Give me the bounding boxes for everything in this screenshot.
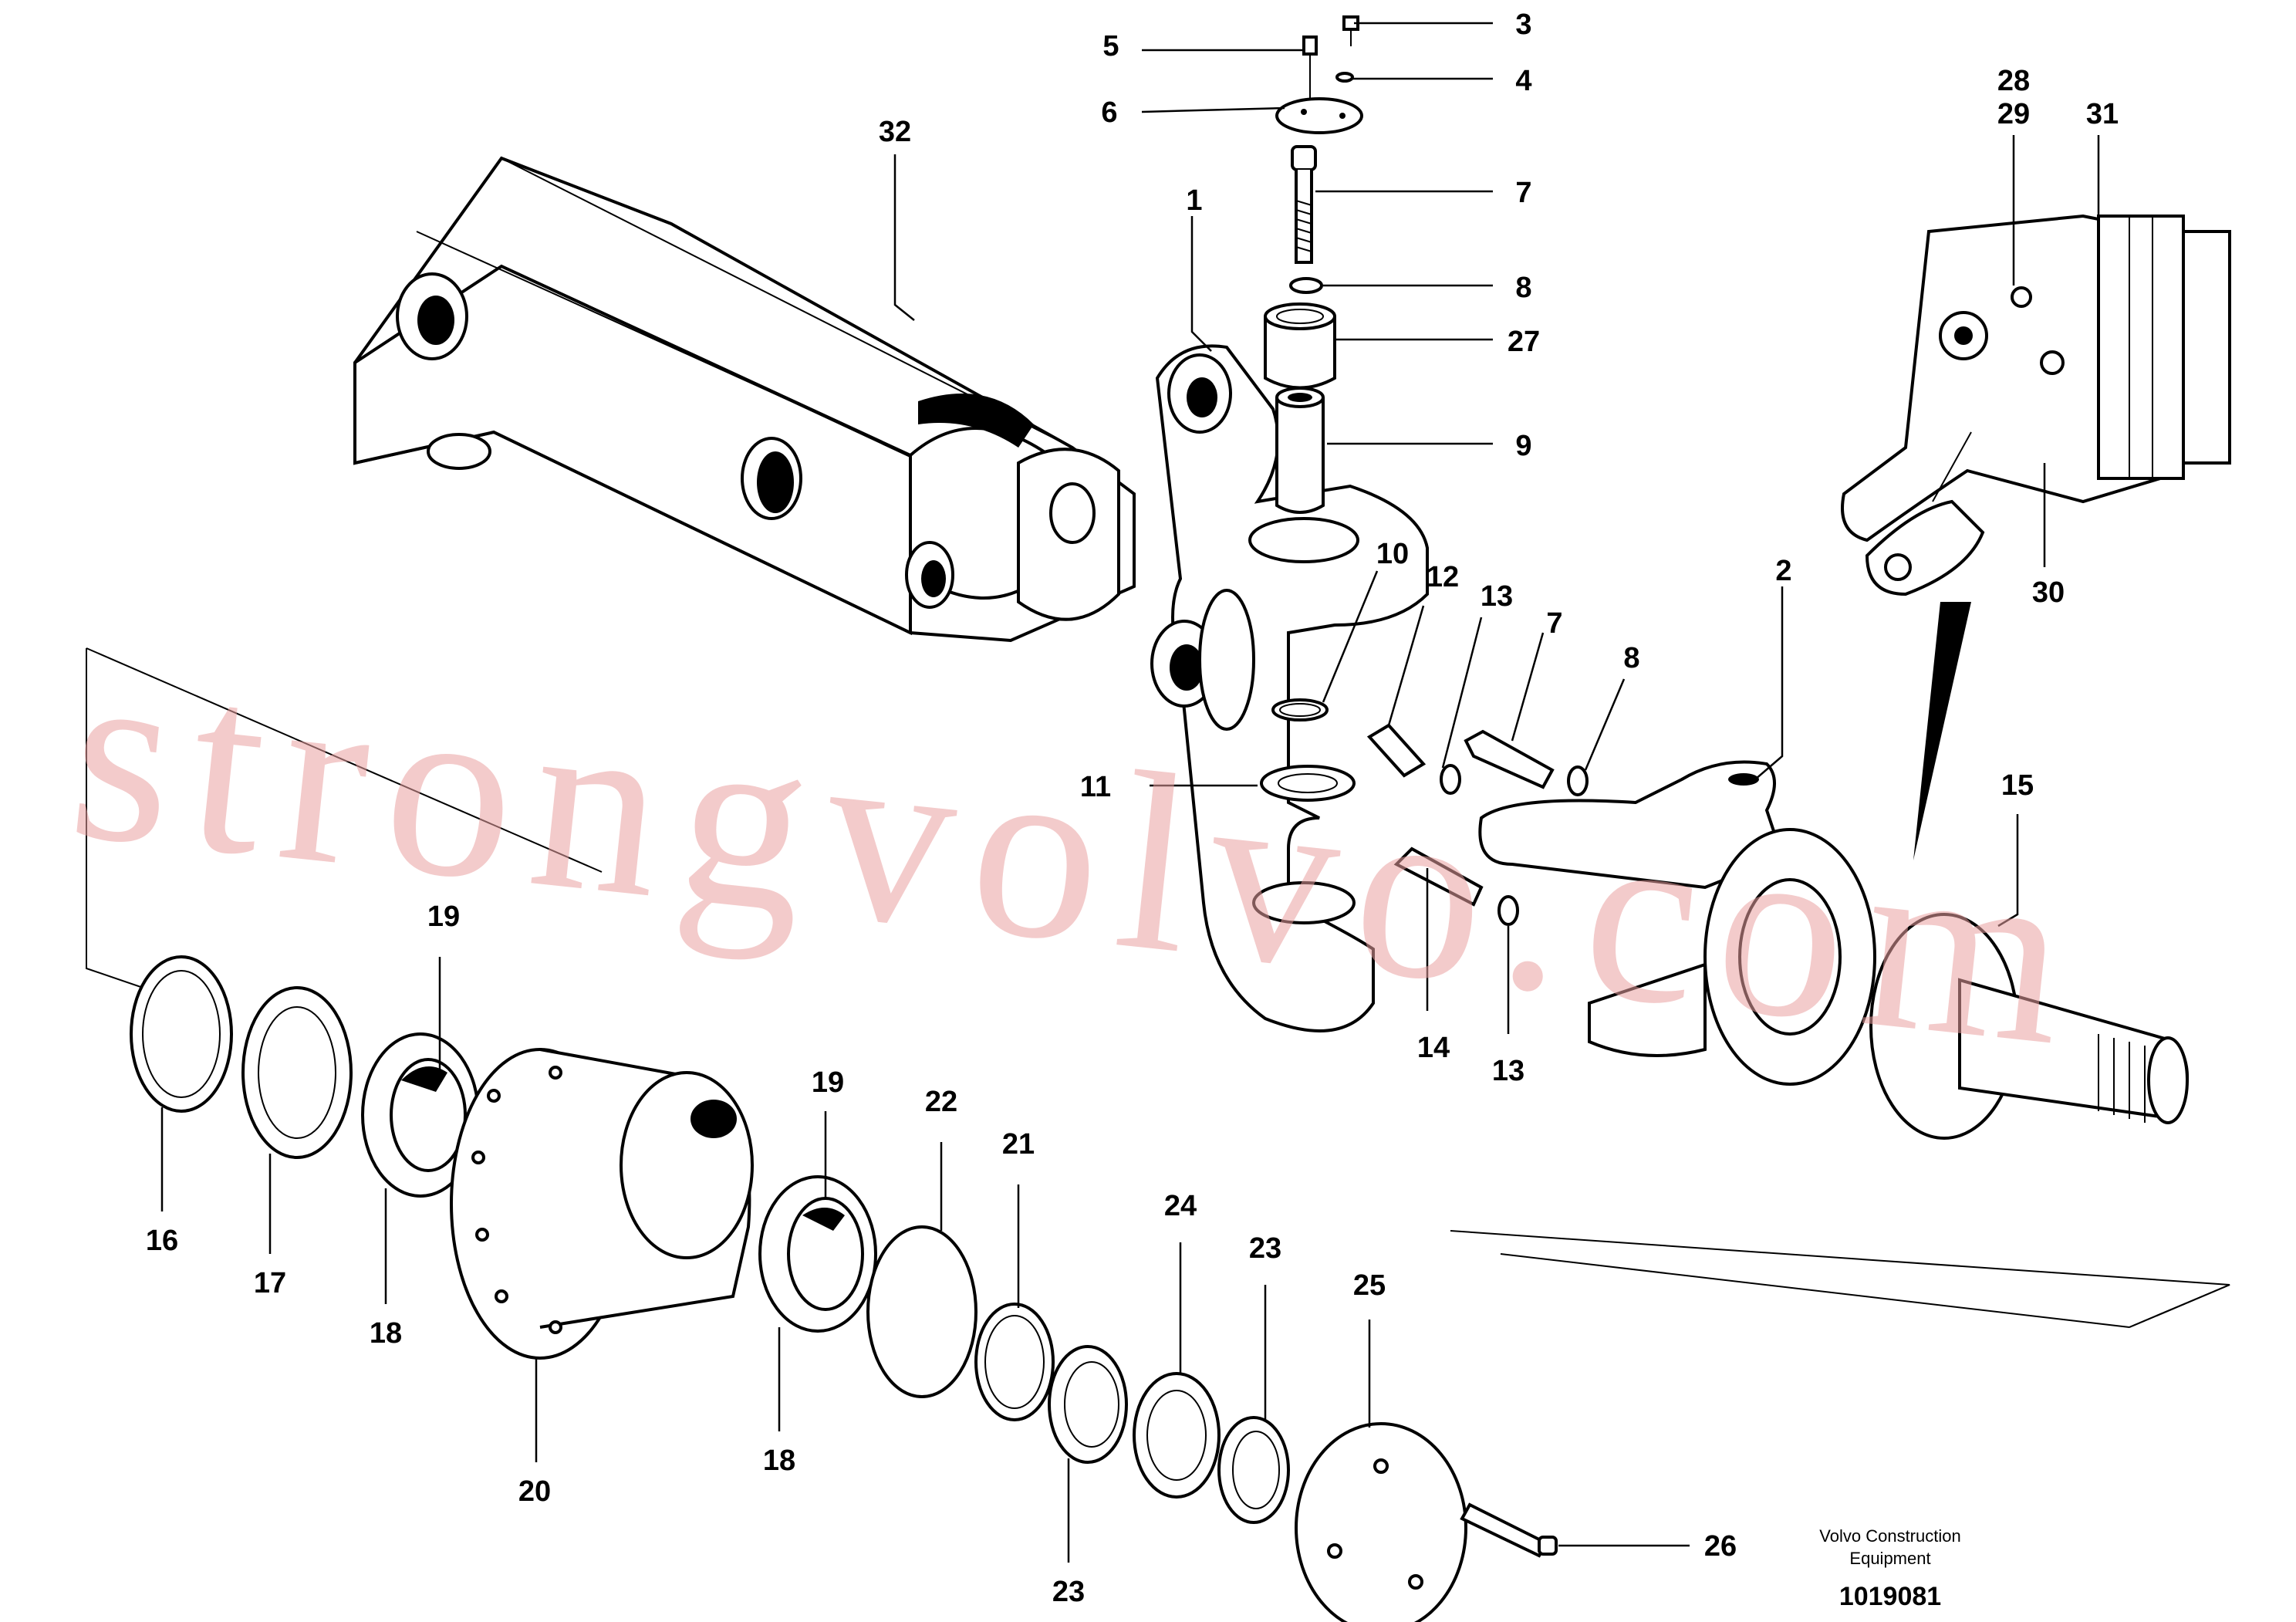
seal-part-16	[130, 955, 233, 1113]
bearing-part-18-inner	[758, 1175, 877, 1333]
callout-20: 20	[518, 1475, 551, 1508]
washer-part-13-lower	[1497, 895, 1519, 926]
washer-part-8-top	[1289, 277, 1323, 294]
callout-10: 10	[1376, 538, 1409, 570]
screw-part-3	[1342, 15, 1359, 46]
callout-8-top: 8	[1515, 272, 1531, 304]
spacer-part-21	[974, 1303, 1055, 1421]
callout-21: 21	[1002, 1128, 1035, 1161]
steering-knuckle-part-2	[1478, 760, 1876, 1086]
king-pin-part-9	[1275, 387, 1325, 514]
drawing-number: 1019081	[1839, 1582, 1941, 1611]
nut-part-23-outer	[1217, 1416, 1290, 1524]
spindle-part-15	[1869, 913, 2189, 1140]
callout-24: 24	[1164, 1190, 1197, 1222]
watermark-text: strongvolvo.com	[60, 610, 2098, 1101]
callout-7-top: 7	[1515, 177, 1531, 209]
thrust-washer-part-11	[1260, 765, 1356, 802]
callout-8-side: 8	[1623, 642, 1639, 674]
seal-part-10	[1271, 698, 1329, 721]
callout-2: 2	[1775, 555, 1791, 587]
callout-19-outer: 19	[427, 901, 460, 933]
callout-3: 3	[1515, 8, 1531, 41]
callout-31: 31	[2086, 98, 2119, 130]
callout-6: 6	[1101, 96, 1117, 129]
grease-nipple-part-5	[1302, 35, 1318, 100]
callout-4: 4	[1515, 65, 1531, 97]
callout-18-inner: 18	[763, 1445, 795, 1477]
exploded-guide-lines	[86, 647, 2230, 1328]
callout-13-upper: 13	[1481, 580, 1513, 613]
leader-lines	[160, 22, 2100, 1563]
bolt-part-26	[1460, 1502, 1558, 1558]
steering-arm-part-1	[1150, 344, 1429, 1032]
callout-17: 17	[254, 1267, 286, 1299]
hub-cap-part-25	[1295, 1422, 1467, 1622]
washer-part-8-side	[1567, 765, 1589, 796]
callout-1: 1	[1186, 184, 1202, 217]
bolt-part-7-side	[1464, 729, 1555, 789]
callout-27: 27	[1508, 326, 1540, 358]
callout-13-lower: 13	[1492, 1055, 1524, 1087]
callout-14: 14	[1417, 1032, 1450, 1064]
callout-30: 30	[2032, 576, 2065, 609]
wheel-hub-part-20	[450, 1048, 754, 1360]
callout-29: 29	[1997, 98, 2030, 130]
publisher-credit-line1: Volvo Construction	[1819, 1526, 1960, 1546]
callout-18-outer: 18	[370, 1317, 402, 1350]
seal-part-17	[241, 986, 353, 1159]
callout-7-side: 7	[1546, 607, 1562, 640]
bearing-part-18-outer	[361, 1032, 480, 1198]
callout-26: 26	[1704, 1530, 1737, 1563]
callout-16: 16	[146, 1225, 178, 1257]
callout-11: 11	[1080, 771, 1111, 803]
inset-pointer	[1913, 602, 1971, 860]
washer-part-13-upper	[1440, 764, 1461, 795]
inset-assembly-view	[1841, 214, 2231, 596]
callout-5: 5	[1102, 30, 1119, 63]
callout-15: 15	[2001, 769, 2034, 802]
callout-22: 22	[925, 1086, 957, 1118]
bolt-part-7-top	[1291, 145, 1317, 264]
callout-labels: 1 2 3 4 5 6 7 7 8 8 9 10 11 12 13 13 14 …	[146, 8, 2119, 1608]
bushing-part-27	[1264, 302, 1336, 390]
callout-23-upper: 23	[1249, 1232, 1281, 1265]
publisher-credit-line2: Equipment	[1849, 1549, 1930, 1568]
callout-32: 32	[879, 116, 911, 148]
callout-12: 12	[1427, 561, 1459, 593]
nut-part-23-inner	[1048, 1345, 1128, 1464]
callout-25: 25	[1353, 1269, 1386, 1302]
bolt-part-12	[1366, 723, 1427, 778]
lock-washer-part-24	[1133, 1372, 1221, 1499]
washer-part-4	[1335, 72, 1354, 83]
callout-9: 9	[1515, 430, 1531, 462]
axle-beam-part-32	[353, 156, 1136, 643]
cover-plate-part-6	[1275, 97, 1363, 134]
callout-23-lower: 23	[1052, 1576, 1085, 1608]
o-ring-part-22	[866, 1225, 977, 1398]
bolt-part-14	[1393, 846, 1484, 907]
callout-19-inner: 19	[812, 1066, 844, 1099]
callout-28: 28	[1997, 65, 2030, 97]
